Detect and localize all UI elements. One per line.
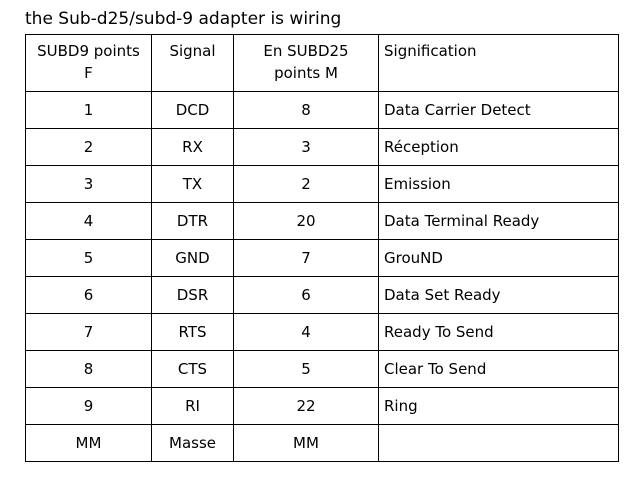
cell-signification: Ring bbox=[378, 387, 619, 425]
cell-signal: DCD bbox=[151, 91, 234, 129]
cell-signal: DTR bbox=[151, 202, 234, 240]
header-line: Signification bbox=[384, 42, 477, 60]
header-subd25-points: En SUBD25 points M bbox=[233, 34, 379, 92]
cell-signal: Masse bbox=[151, 424, 234, 462]
cell-subd25-point: 4 bbox=[233, 313, 379, 351]
cell-subd25-point: 2 bbox=[233, 165, 379, 203]
cell-signification bbox=[378, 424, 619, 462]
cell-subd9-point: 9 bbox=[25, 387, 152, 425]
header-line: SUBD9 points bbox=[37, 42, 140, 60]
cell-signification: Data Set Ready bbox=[378, 276, 619, 314]
cell-subd9-point: 1 bbox=[25, 91, 152, 129]
cell-signification: GrouND bbox=[378, 239, 619, 277]
cell-subd9-point: 8 bbox=[25, 350, 152, 388]
cell-subd25-point: 20 bbox=[233, 202, 379, 240]
cell-signification: Data Carrier Detect bbox=[378, 91, 619, 129]
cell-subd25-point: 3 bbox=[233, 128, 379, 166]
header-signification: Signification bbox=[378, 34, 619, 92]
header-line: Signal bbox=[169, 42, 216, 60]
cell-subd25-point: 6 bbox=[233, 276, 379, 314]
cell-signification: Réception bbox=[378, 128, 619, 166]
table-header-row: SUBD9 points F Signal En SUBD25 points M… bbox=[25, 34, 619, 92]
wiring-table: SUBD9 points F Signal En SUBD25 points M… bbox=[25, 34, 619, 462]
cell-subd9-point: 6 bbox=[25, 276, 152, 314]
cell-signal: RX bbox=[151, 128, 234, 166]
cell-signification: Data Terminal Ready bbox=[378, 202, 619, 240]
cell-subd25-point: 22 bbox=[233, 387, 379, 425]
cell-signal: RTS bbox=[151, 313, 234, 351]
cell-subd25-point: 7 bbox=[233, 239, 379, 277]
wiring-table-body: SUBD9 points F Signal En SUBD25 points M… bbox=[25, 34, 619, 462]
cell-subd9-point: 3 bbox=[25, 165, 152, 203]
cell-subd25-point: MM bbox=[233, 424, 379, 462]
cell-subd25-point: 5 bbox=[233, 350, 379, 388]
cell-signification: Clear To Send bbox=[378, 350, 619, 388]
cell-signal: TX bbox=[151, 165, 234, 203]
header-signal: Signal bbox=[151, 34, 234, 92]
cell-subd9-point: 4 bbox=[25, 202, 152, 240]
cell-signal: RI bbox=[151, 387, 234, 425]
header-line: F bbox=[84, 64, 93, 82]
cell-signal: GND bbox=[151, 239, 234, 277]
cell-subd9-point: MM bbox=[25, 424, 152, 462]
header-line: En SUBD25 bbox=[263, 42, 349, 60]
cell-signification: Emission bbox=[378, 165, 619, 203]
header-line: points M bbox=[274, 64, 338, 82]
cell-subd9-point: 7 bbox=[25, 313, 152, 351]
cell-subd25-point: 8 bbox=[233, 91, 379, 129]
cell-subd9-point: 5 bbox=[25, 239, 152, 277]
cell-signification: Ready To Send bbox=[378, 313, 619, 351]
cell-signal: DSR bbox=[151, 276, 234, 314]
header-subd9-points: SUBD9 points F bbox=[25, 34, 152, 92]
cell-signal: CTS bbox=[151, 350, 234, 388]
page-title: the Sub-d25/subd-9 adapter is wiring bbox=[25, 9, 342, 29]
cell-subd9-point: 2 bbox=[25, 128, 152, 166]
